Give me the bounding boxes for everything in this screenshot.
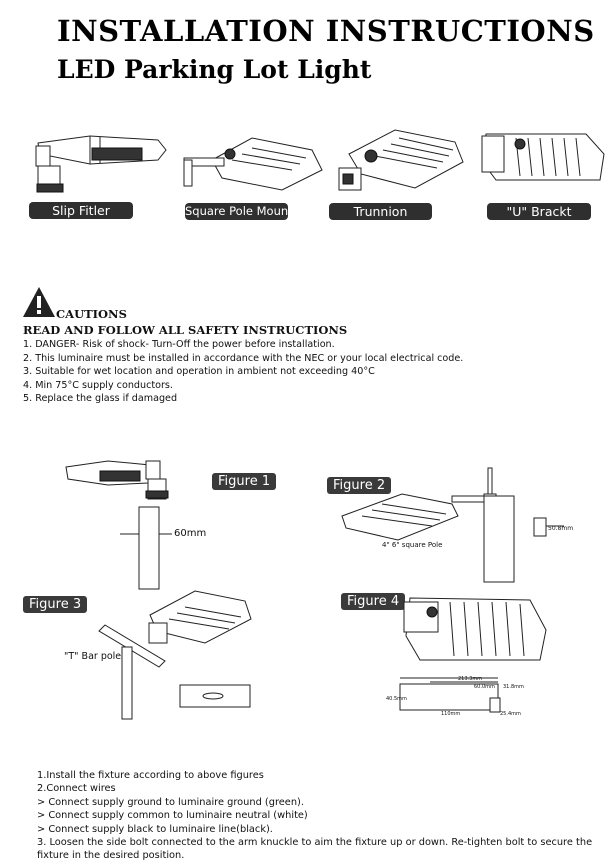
list-item: 3. Loosen the side bolt connected to the… bbox=[37, 837, 593, 849]
figure-1-label: Figure 1 bbox=[212, 473, 277, 490]
figure-4-diagram bbox=[399, 597, 547, 713]
list-item: 4. Min 75°C supply conductors. bbox=[23, 379, 173, 391]
figure-2-diagram bbox=[341, 467, 564, 583]
list-item: 2.Connect wires bbox=[37, 783, 116, 795]
figure-3-label: Figure 3 bbox=[23, 596, 88, 613]
caution-list: 1. DANGER- Risk of shock- Turn-Off the p… bbox=[23, 338, 463, 406]
page-title: INSTALLATION INSTRUCTIONS bbox=[57, 14, 595, 48]
list-item: 5. Replace the glass if damaged bbox=[23, 393, 178, 405]
mount-label-slip-fitter: Slip Fitler bbox=[29, 202, 133, 219]
mount-label-trunnion: Trunnion bbox=[329, 203, 432, 220]
figure-2-label: Figure 2 bbox=[327, 477, 392, 494]
mount-label-square-pole: Square Pole Mount bbox=[185, 203, 293, 220]
list-item: 1.Install the fixture according to above… bbox=[37, 770, 264, 781]
trunnion-fixture-icon bbox=[338, 129, 464, 191]
figure-4-dimension-b: 60.0mm bbox=[474, 684, 495, 690]
list-item: fixture in the desired position. bbox=[37, 850, 185, 862]
list-item: > Connect supply ground to luminaire gro… bbox=[37, 796, 304, 808]
square-pole-mount-fixture-icon bbox=[183, 137, 323, 191]
list-item: > Connect supply common to luminaire neu… bbox=[37, 810, 308, 822]
figure-2-pole-note: 4" 6" square Pole bbox=[382, 541, 443, 549]
figure-4-dimension-f: 31.8mm bbox=[503, 684, 524, 690]
figure-1-dimension: 60mm bbox=[174, 528, 207, 539]
cautions-heading: CAUTIONS bbox=[56, 307, 127, 321]
figure-4-dimension-c: 110mm bbox=[441, 711, 461, 717]
slip-fitter-fixture-icon bbox=[35, 135, 167, 193]
figure-4-dimension-a: 213.3mm bbox=[458, 676, 483, 682]
figure-4-dimension-d: 25.4mm bbox=[500, 711, 521, 717]
warning-triangle-icon bbox=[23, 287, 55, 317]
list-item: 2. This luminaire must be installed in a… bbox=[23, 352, 464, 364]
figure-4-label: Figure 4 bbox=[341, 593, 406, 610]
install-steps: 1.Install the fixture according to above… bbox=[37, 769, 592, 863]
list-item: 1. DANGER- Risk of shock- Turn-Off the p… bbox=[23, 339, 335, 350]
figure-1-diagram bbox=[65, 460, 172, 590]
figure-2-dimension: 50.8mm bbox=[548, 525, 574, 532]
safety-subheading: READ AND FOLLOW ALL SAFETY INSTRUCTIONS bbox=[23, 323, 348, 337]
figure-4-dimension-e: 40.5mm bbox=[386, 696, 407, 702]
mount-label-u-bracket: "U" Brackt bbox=[487, 203, 591, 220]
list-item: > Connect supply black to luminaire line… bbox=[37, 823, 273, 835]
page-subtitle: LED Parking Lot Light bbox=[57, 55, 372, 84]
list-item: 3. Suitable for wet location and operati… bbox=[23, 366, 375, 378]
figure-3-pole-note: "T" Bar pole bbox=[64, 651, 122, 662]
u-bracket-fixture-icon bbox=[481, 133, 605, 181]
figure-3-diagram bbox=[98, 590, 252, 720]
